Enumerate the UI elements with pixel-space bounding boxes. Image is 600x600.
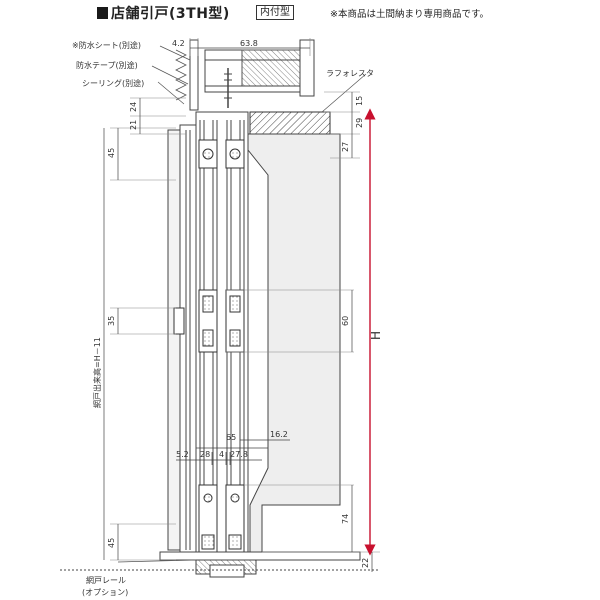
- dim-29: 29: [355, 118, 364, 128]
- dim-60: 60: [341, 316, 350, 326]
- leader-lines: [117, 45, 367, 563]
- mid-handle-right: [225, 289, 245, 353]
- dim-74: 74: [341, 514, 350, 524]
- dim-45-top: 45: [107, 148, 116, 158]
- label-waterproof-tape: 防水テープ(別途): [76, 60, 138, 70]
- dim-4: 4: [219, 450, 224, 459]
- dim-21: 21: [129, 120, 138, 130]
- usage-note: ※本商品は土間納まり専用商品です。: [330, 9, 490, 20]
- header: 店舗引戸(3TH型) 内付型 ※本商品は土間納まり専用商品です。: [0, 0, 600, 30]
- side-wall-profile: [247, 133, 341, 553]
- dim-15: 15: [355, 96, 364, 106]
- header-framing: [189, 39, 315, 111]
- dim-27-8: 27.8: [230, 450, 248, 459]
- dim-45-bottom: 45: [107, 538, 116, 548]
- top-roller-right: [225, 139, 245, 169]
- dim-4-2: 4.2: [172, 39, 185, 48]
- label-screen-rail-2: (オプション): [82, 588, 128, 597]
- type-badge: 内付型: [256, 5, 294, 20]
- label-height: H: [369, 331, 383, 340]
- bottom-roller-left: [198, 484, 218, 554]
- label-sealing: シーリング(別途): [82, 78, 144, 88]
- dim-63-8: 63.8: [240, 39, 258, 48]
- label-waterproof-sheet: ※防水シート(別途): [72, 40, 141, 50]
- dim-16-2: 16.2: [270, 430, 288, 439]
- dim-27: 27: [341, 142, 350, 152]
- dimension-lines: [103, 47, 373, 572]
- top-roller-left: [198, 139, 218, 169]
- floor-sill: [60, 551, 380, 578]
- mid-handle-left: [198, 289, 218, 353]
- label-lafforesta: ラフォレスタ: [326, 69, 374, 78]
- dim-65: 65: [226, 433, 236, 442]
- extension-lines: [110, 38, 380, 561]
- title-square-icon: [97, 7, 108, 19]
- dim-35: 35: [107, 316, 116, 326]
- dim-22: 22: [361, 558, 370, 568]
- waterproof-sheet-line: [175, 49, 187, 101]
- lafforesta-board: [249, 111, 331, 135]
- bottom-roller-right: [225, 484, 245, 554]
- dim-28: 28: [200, 450, 210, 459]
- page-title: 店舗引戸(3TH型): [111, 6, 230, 22]
- dim-24: 24: [129, 102, 138, 112]
- outer-latch: [173, 307, 185, 335]
- label-screen-height: 網戸出来高=H－11: [92, 337, 102, 408]
- label-screen-rail-1: 網戸レール: [86, 575, 126, 585]
- dim-5-2: 5.2: [176, 450, 189, 459]
